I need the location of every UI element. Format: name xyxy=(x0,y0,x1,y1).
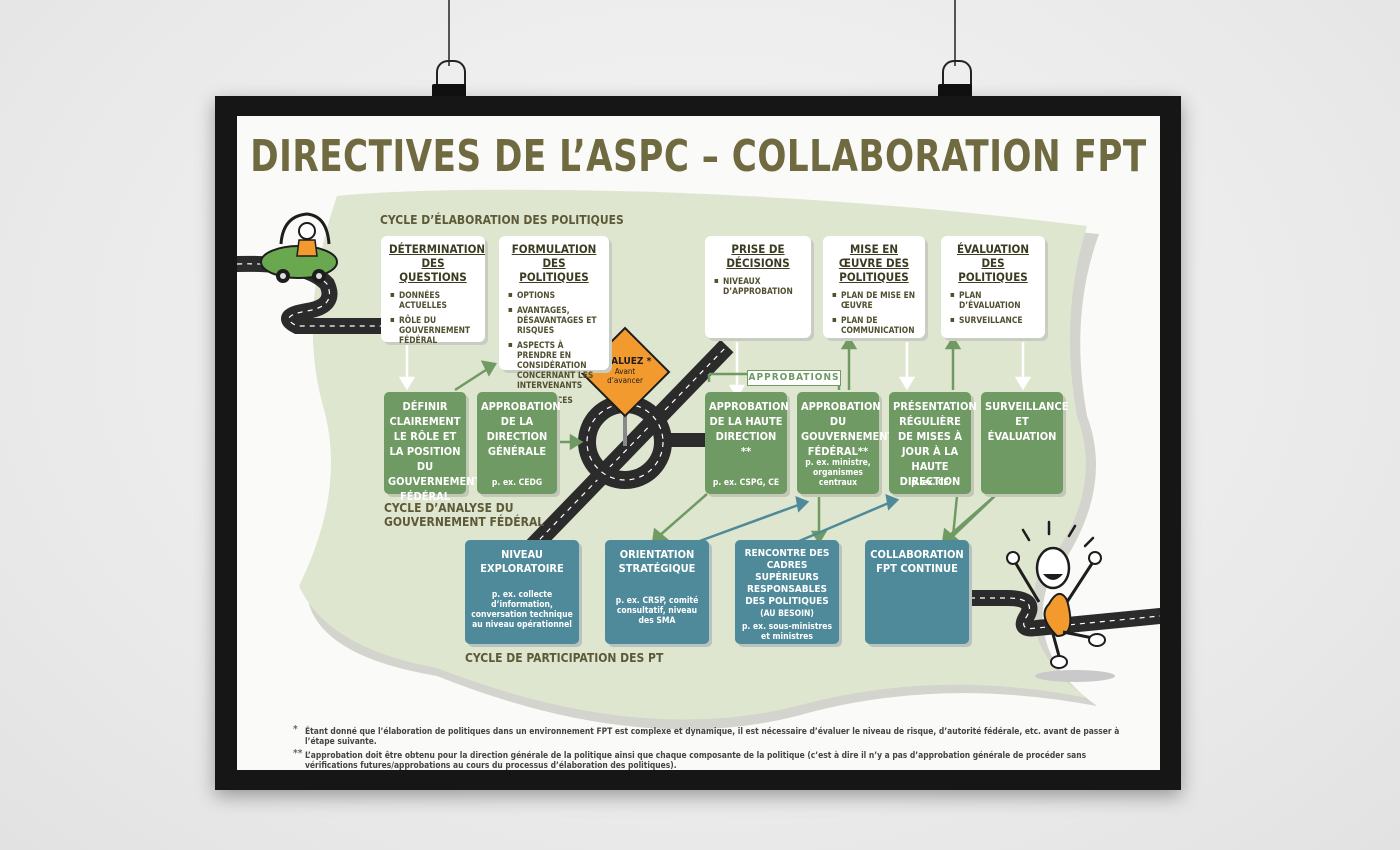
federal-box-monitoring: SURVEILLANCE ET ÉVALUATION xyxy=(981,392,1069,494)
policy-box-title: PRISE DE DÉCISIONS xyxy=(726,242,790,270)
pt-box-extra: (AU BESOIN) xyxy=(760,609,814,619)
policy-box-item: DONNÉES ACTUELLES xyxy=(390,290,477,310)
pt-box-title: ORIENTATION STRATÉGIQUE xyxy=(618,548,696,575)
approbations-label: APPROBATIONS xyxy=(747,370,841,386)
policy-cycle-label: CYCLE D’ÉLABORATION DES POLITIQUES xyxy=(380,213,624,227)
federal-cycle-label-line1: CYCLE D’ANALYSE DU xyxy=(384,501,514,515)
footnote: ** L’approbation doit être obtenu pour l… xyxy=(293,748,1133,771)
pt-box-strategic: ORIENTATION STRATÉGIQUE p. ex. CRSP, com… xyxy=(605,540,709,644)
car-icon xyxy=(260,212,338,283)
footnote-mark: * xyxy=(293,724,298,735)
policy-box-title: FORMULATION DES POLITIQUES xyxy=(511,242,597,284)
pt-box-senior-meeting: RENCONTRE DES CADRES SUPÉRIEURS RESPONSA… xyxy=(735,540,839,644)
pt-box-title: COLLABORATION FPT CONTINUE xyxy=(870,548,964,575)
policy-box-item: PLAN D’ÉVALUATION xyxy=(950,290,1037,310)
page-title: DIRECTIVES DE L’ASPC – COLLABORATION FPT xyxy=(250,130,1147,182)
footnotes: * Étant donné que l’élaboration de polit… xyxy=(293,724,1133,771)
footnote-text: L’approbation doit être obtenu pour la d… xyxy=(305,750,1087,770)
policy-box-item: SURVEILLANCE xyxy=(950,315,1037,325)
federal-box-title: PRÉSENTATION RÉGULIÈRE DE MISES À JOUR À… xyxy=(893,400,977,488)
federal-box-title: DÉFINIR CLAIREMENT LE RÔLE ET LA POSITIO… xyxy=(388,400,482,503)
federal-box-dg-approval: APPROBATION DE LA DIRECTION GÉNÉRALE p. … xyxy=(477,392,561,494)
policy-box-implementation: MISE EN ŒUVRE DES POLITIQUES PLAN DE MIS… xyxy=(823,236,925,338)
federal-box-title: SURVEILLANCE ET ÉVALUATION xyxy=(985,400,1069,443)
federal-box-title: APPROBATION DE LA HAUTE DIRECTION ** xyxy=(709,400,789,458)
policy-box-item: RÔLE DU GOUVERNEMENT FÉDÉRAL xyxy=(390,315,477,345)
policy-box-formulation: FORMULATION DES POLITIQUES OPTIONS AVANT… xyxy=(499,236,609,405)
federal-box-title: APPROBATION DE LA DIRECTION GÉNÉRALE xyxy=(481,400,561,458)
policy-box-title: DÉTERMINATION DES QUESTIONS xyxy=(389,242,486,284)
federal-box-sub: p. ex. CSPG, CE xyxy=(712,478,780,488)
federal-box-senior-approval: APPROBATION DE LA HAUTE DIRECTION ** p. … xyxy=(705,392,789,494)
pt-cycle-label: CYCLE DE PARTICIPATION DES PT xyxy=(465,651,664,665)
policy-box-decisions: PRISE DE DÉCISIONS NIVEAUX D’APPROBATION xyxy=(705,236,811,338)
policy-box-item: PLAN DE MISE EN ŒUVRE xyxy=(832,290,917,310)
poster: DIRECTIVES DE L’ASPC – COLLABORATION FPT… xyxy=(237,116,1160,770)
policy-box-item: ASPECTS À PRENDRE EN CONSIDÉRATION CONCE… xyxy=(508,340,601,390)
pt-box-title: RENCONTRE DES CADRES SUPÉRIEURS RESPONSA… xyxy=(744,548,830,607)
federal-box-sub: p. ex. CE xyxy=(911,478,949,488)
policy-box-title: ÉVALUATION DES POLITIQUES xyxy=(956,242,1029,284)
federal-box-define-role: DÉFINIR CLAIREMENT LE RÔLE ET LA POSITIO… xyxy=(384,392,481,503)
policy-box-item: OPTIONS xyxy=(508,290,601,300)
policy-box-item: PLAN DE COMMUNICATION xyxy=(832,315,917,335)
footnote-mark: ** xyxy=(293,748,303,759)
federal-box-sub: p. ex. CEDG xyxy=(491,478,543,488)
pt-box-sub: p. ex. CRSP, comité consultatif, niveau … xyxy=(615,596,699,626)
policy-box-title: MISE EN ŒUVRE DES POLITIQUES xyxy=(838,242,910,284)
policy-box-evaluation: ÉVALUATION DES POLITIQUES PLAN D’ÉVALUAT… xyxy=(941,236,1045,338)
evaluate-sign-line2: d’avancer xyxy=(607,376,643,385)
pt-box-ongoing: COLLABORATION FPT CONTINUE xyxy=(865,540,969,644)
federal-box-regular-updates: PRÉSENTATION RÉGULIÈRE DE MISES À JOUR À… xyxy=(889,392,977,494)
hanging-wire-right xyxy=(954,0,956,66)
evaluate-sign-title: ÉVALUEZ * xyxy=(598,356,652,367)
evaluate-sign: ÉVALUEZ * Avant d’avancer xyxy=(587,356,663,385)
pt-box-sub: p. ex. sous-ministres et ministres xyxy=(741,622,833,642)
pt-box-exploratory: NIVEAU EXPLORATOIRE p. ex. collecte d’in… xyxy=(465,540,579,644)
policy-box-item: AVANTAGES, DÉSAVANTAGES ET RISQUES xyxy=(508,305,601,335)
federal-box-sub: p. ex. ministre, organismes centraux xyxy=(805,458,871,488)
footnote-text: Étant donné que l’élaboration de politiq… xyxy=(305,726,1120,746)
hanging-wire-left xyxy=(448,0,450,66)
federal-box-title: APPROBATION DU GOUVERNEMENT FÉDÉRAL** xyxy=(801,400,895,458)
pt-box-title: NIVEAU EXPLORATOIRE xyxy=(480,548,564,575)
pt-box-sub: p. ex. collecte d’information, conversat… xyxy=(471,590,573,630)
federal-cycle-label-line2: GOUVERNEMENT FÉDÉRAL xyxy=(384,515,545,529)
footnote: * Étant donné que l’élaboration de polit… xyxy=(293,724,1133,747)
celebrating-figure-icon xyxy=(1006,520,1115,682)
policy-box-determination: DÉTERMINATION DES QUESTIONS DONNÉES ACTU… xyxy=(381,236,486,345)
federal-box-government-approval: APPROBATION DU GOUVERNEMENT FÉDÉRAL** p.… xyxy=(797,392,895,494)
policy-box-item: NIVEAUX D’APPROBATION xyxy=(714,276,803,296)
evaluate-sign-line1: Avant xyxy=(614,367,636,376)
